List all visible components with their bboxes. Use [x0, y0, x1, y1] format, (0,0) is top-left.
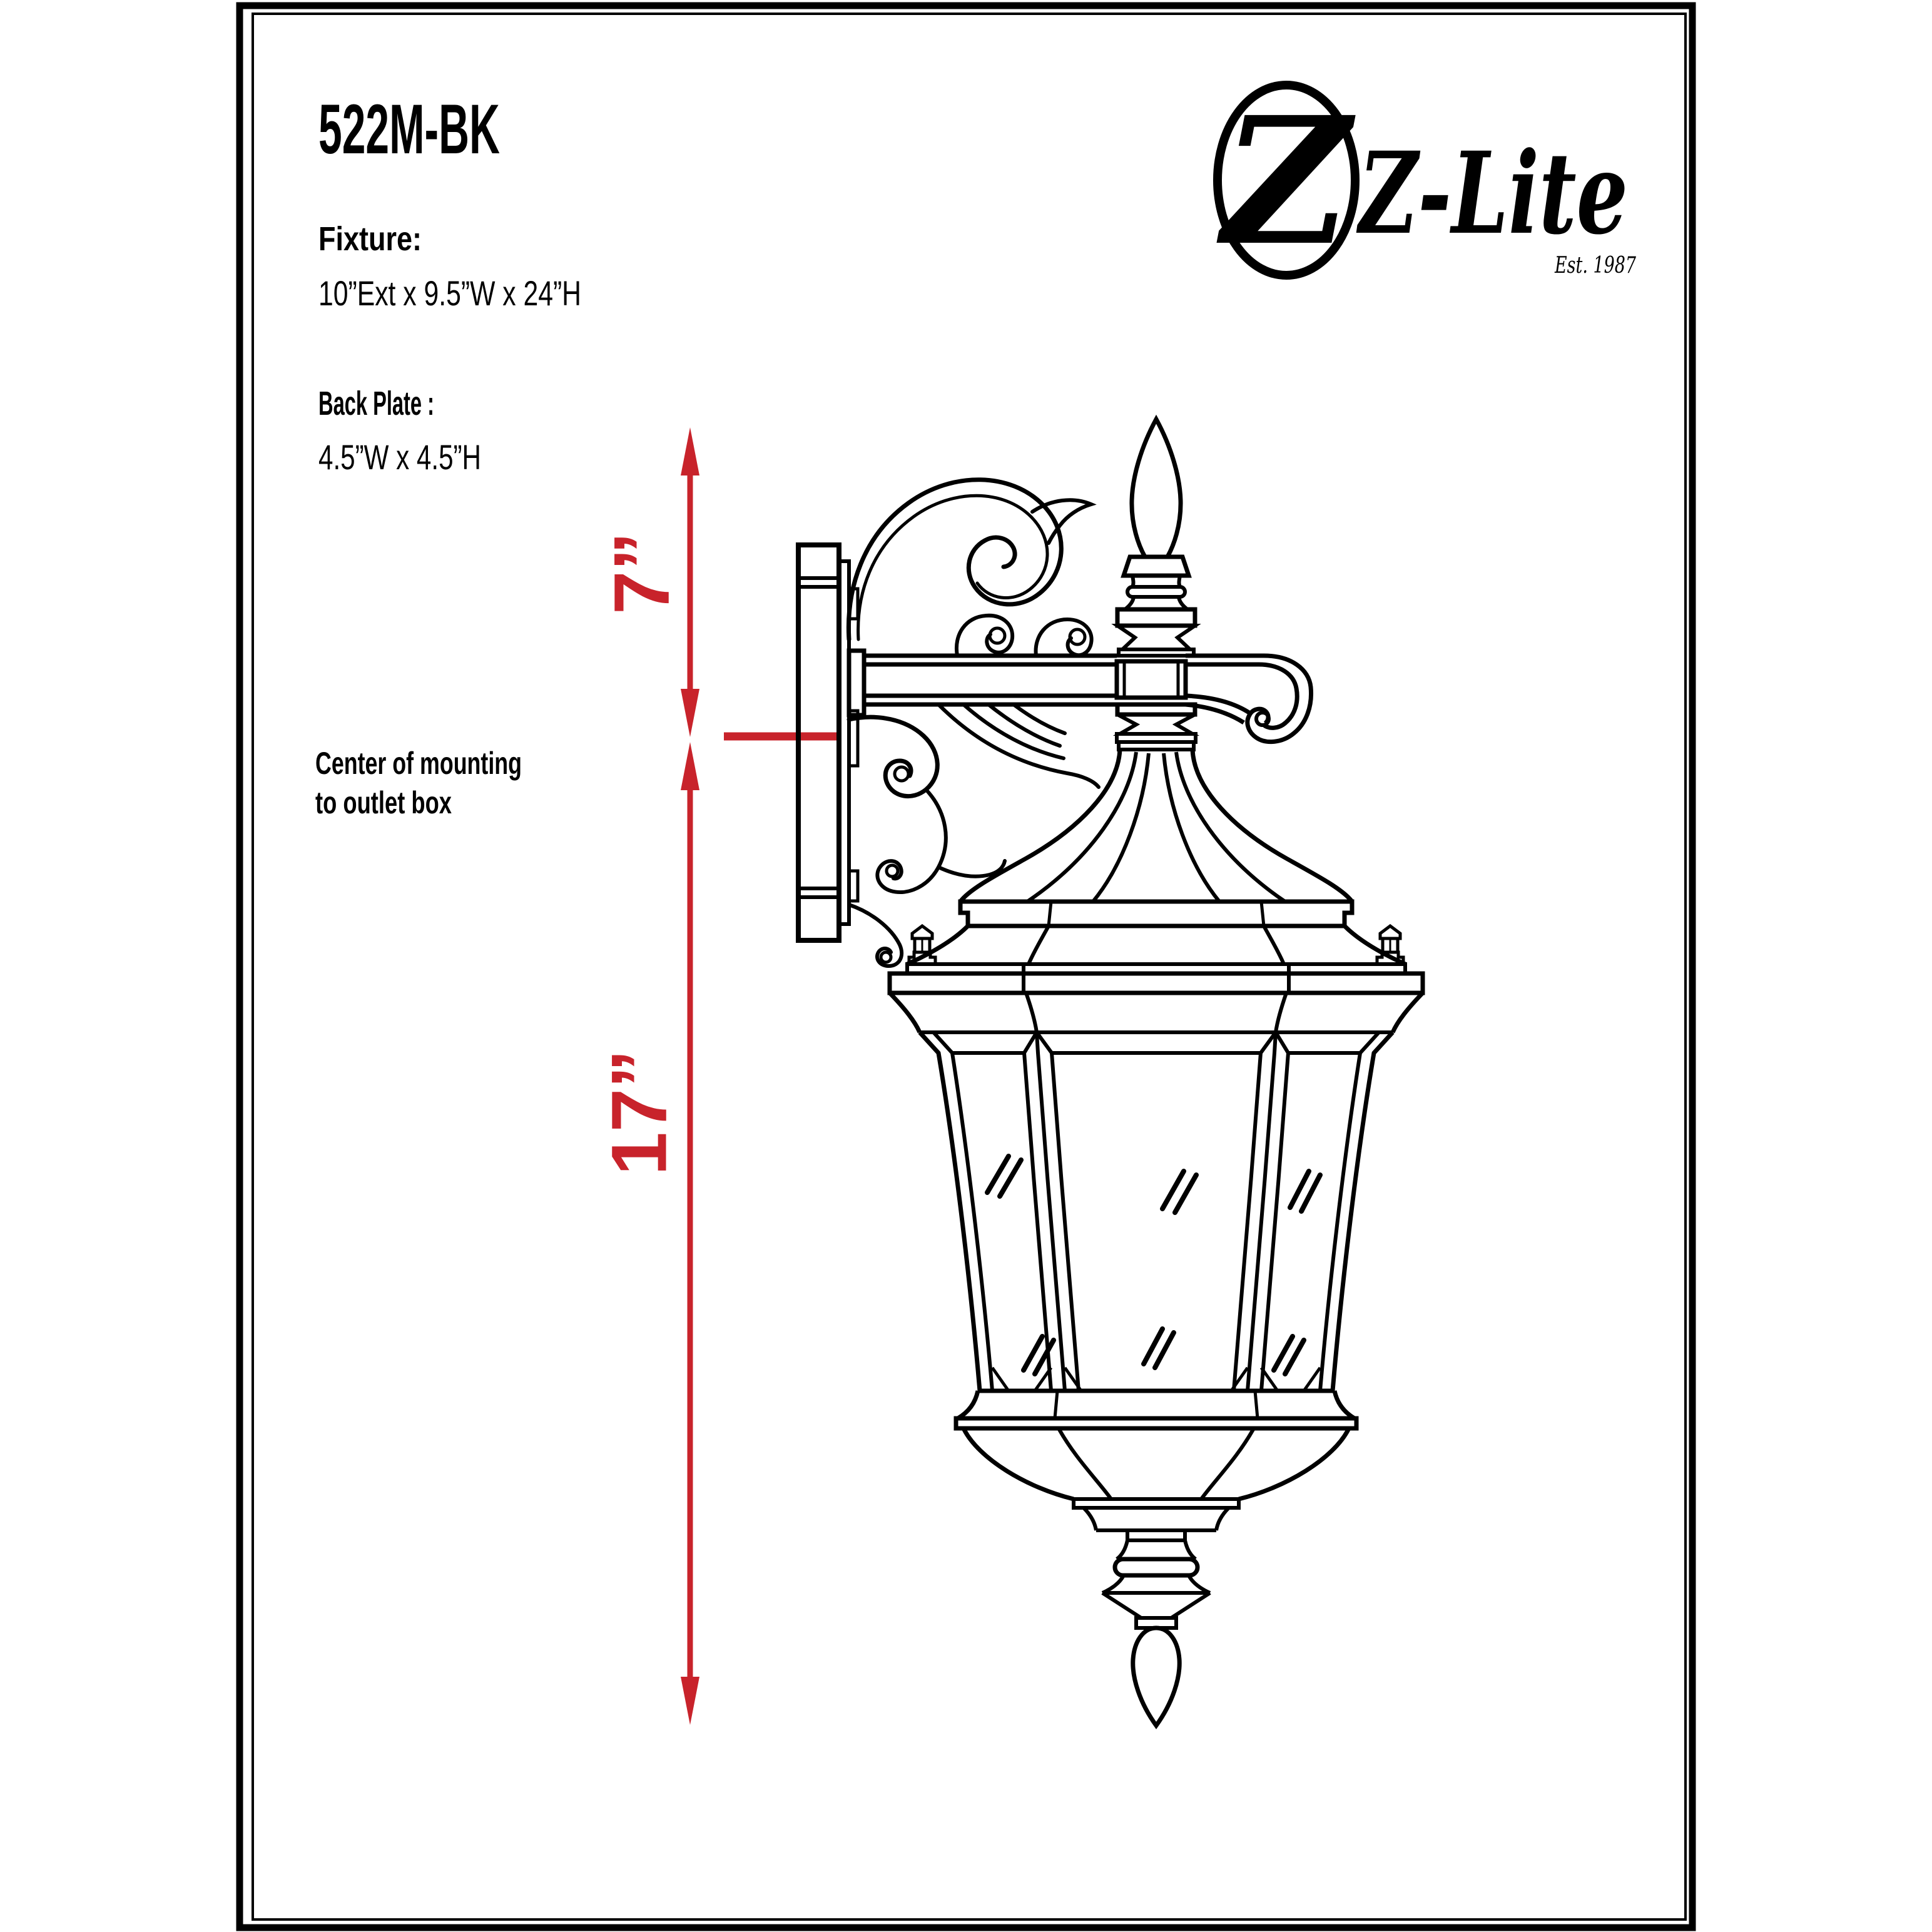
plate-tab [847, 869, 860, 903]
rim-bolt [907, 923, 937, 964]
model-number: 522M-BK [318, 90, 500, 168]
rim-bolt [1375, 923, 1405, 964]
arrow-up-icon [681, 427, 699, 475]
arrow-down-icon [681, 1677, 699, 1725]
mounting-note-line2: to outlet box [315, 785, 452, 820]
logo-monogram-icon: Z [1214, 79, 1357, 285]
shoulder-curve [888, 991, 922, 1034]
glass-marks [985, 1154, 1323, 1376]
arrow-down-icon [681, 689, 699, 737]
fixture-dimensions: 10”Ext x 9.5”W x 24”H [318, 273, 581, 313]
dome-rib [1091, 753, 1151, 903]
fixture-label: Fixture: [318, 220, 422, 258]
dome-rib [1026, 751, 1138, 903]
top-finial [1111, 414, 1201, 751]
lower-scroll-curl [875, 859, 903, 893]
lantern-rim [887, 923, 1425, 1034]
plate-tab [847, 709, 860, 768]
bottom-hook-scroll [847, 903, 904, 969]
body-outer-frame [1330, 1030, 1395, 1391]
mounting-note: Center of mounting to outlet box [315, 746, 522, 820]
body-corner-post [1022, 1031, 1053, 1391]
large-scroll [846, 477, 1064, 642]
dome-outline [958, 749, 1122, 903]
arm-boss [847, 648, 867, 718]
scroll-eye [1254, 711, 1271, 727]
dome-base-band [958, 899, 1355, 928]
outer-border [236, 2, 1696, 1931]
lower-scroll [847, 714, 940, 799]
lantern-body [918, 1030, 1395, 1392]
logo-ellipse-icon [1213, 81, 1360, 280]
header-specs: 522M-BK Fixture: 10”Ext x 9.5”W x 24”H B… [318, 90, 581, 477]
backplate-dimensions: 4.5”W x 4.5”H [318, 437, 481, 477]
dome-rib [1174, 751, 1286, 903]
small-scroll [1034, 617, 1094, 658]
dome-rib [1162, 753, 1221, 903]
small-scroll [954, 613, 1015, 658]
fixture-drawing [796, 414, 1425, 1729]
acanthus-leaves [937, 703, 1101, 789]
arm-end-scroll [1186, 653, 1314, 745]
backplate-label: Back Plate : [318, 385, 434, 422]
body-corner-post [1259, 1031, 1291, 1391]
base-bell-curve [961, 1427, 1074, 1502]
arrow-up-icon [681, 742, 699, 790]
dimension-label-lower: 17” [596, 1049, 683, 1176]
mounting-note-line1: Center of mounting [315, 746, 522, 781]
scrollwork [846, 477, 1101, 969]
page-border [236, 2, 1696, 1931]
mounting-arm [847, 648, 1314, 745]
lantern-roof [958, 749, 1355, 928]
body-outer-frame [918, 1030, 982, 1391]
dimension-annotations: 7” 17” [596, 427, 836, 1725]
inner-border [252, 13, 1687, 1921]
brand-logo: Z Z-Lite Est. 1987 [1213, 79, 1636, 285]
lantern-base [953, 1388, 1359, 1729]
leaf-flick [1030, 498, 1097, 545]
finial-spire [1129, 414, 1183, 559]
arm-collar [1114, 659, 1188, 700]
brand-name: Z-Lite [1356, 128, 1628, 260]
bottom-finial-drop [1131, 1625, 1182, 1729]
brand-established: Est. 1987 [1554, 253, 1636, 278]
dimension-label-upper: 7” [599, 532, 686, 614]
